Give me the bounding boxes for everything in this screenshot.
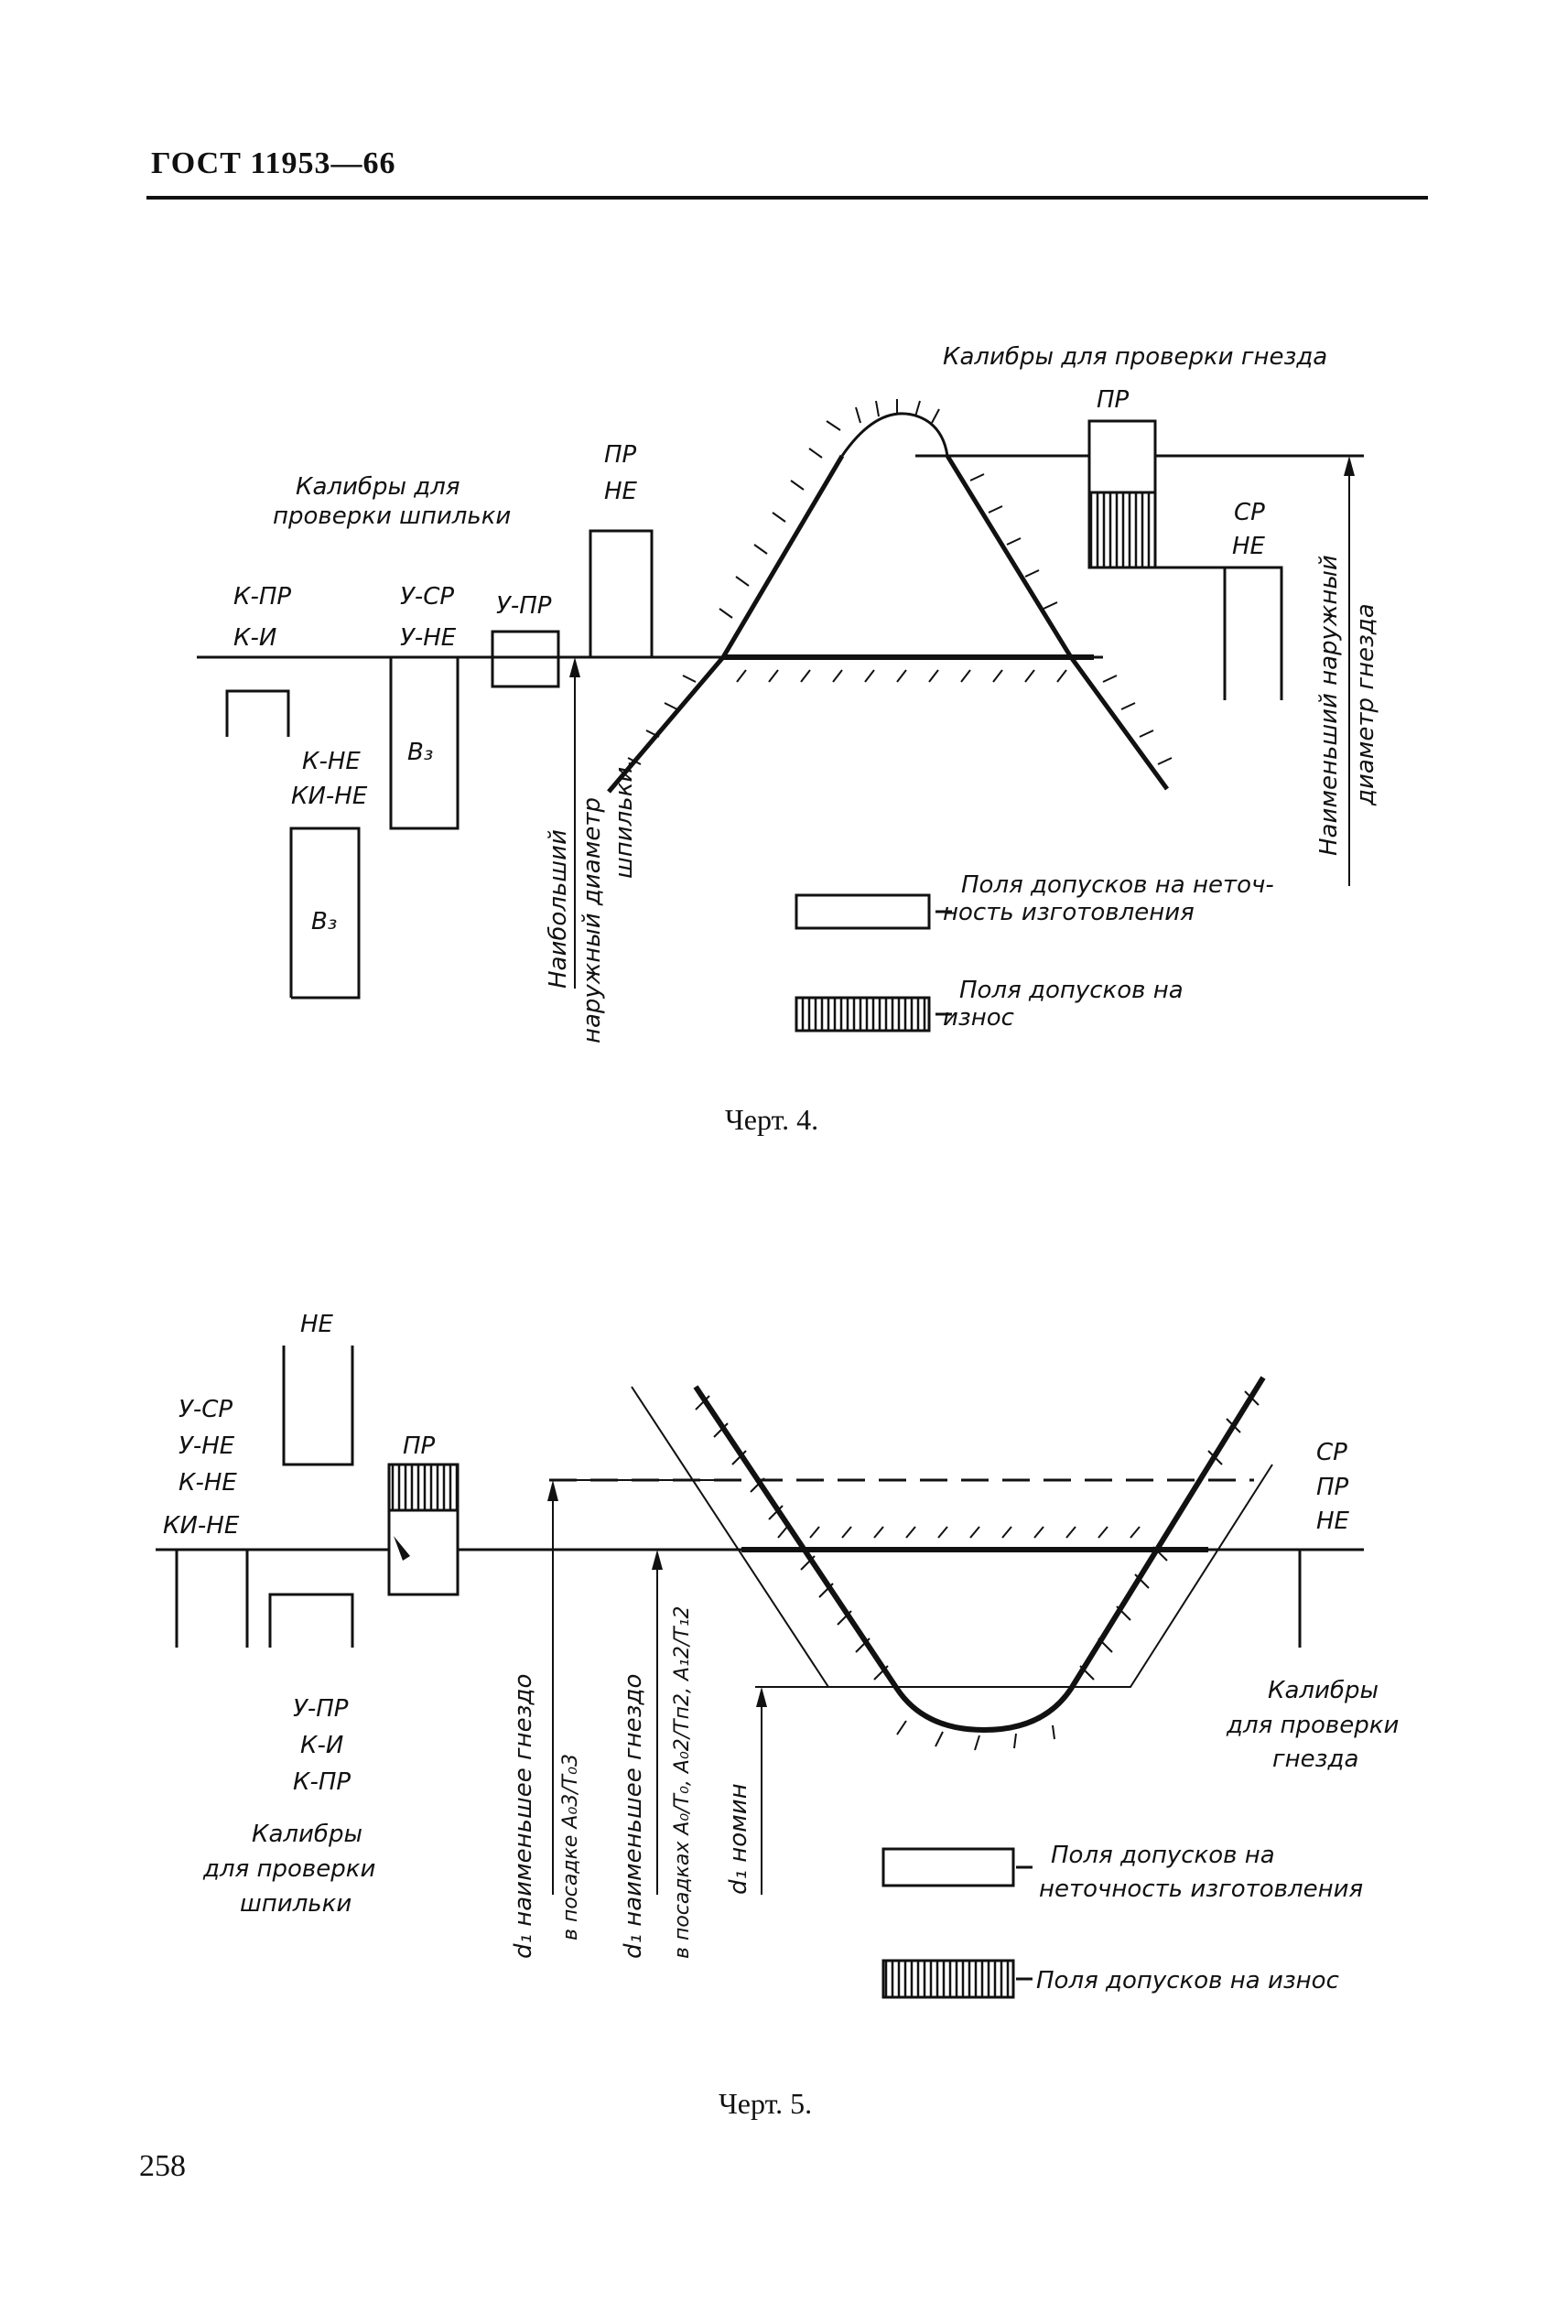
figure-4 — [197, 399, 1364, 1032]
fig5-stud-2: для проверки — [202, 1855, 375, 1883]
fig4-legend-mfg-2: ность изготовления — [943, 899, 1195, 926]
fig5-small-marker — [394, 1536, 410, 1561]
fig5-ki-ne: КИ-НЕ — [163, 1512, 240, 1540]
fig5-legend-wear-box — [881, 1959, 1015, 1999]
fig4-u-ne-label: У-НЕ — [400, 624, 457, 652]
fig5-stud-1: Калибры — [252, 1821, 362, 1848]
fig4-nut-arrow — [1344, 456, 1355, 476]
fig4-k-i-label: К-И — [233, 624, 276, 652]
fig5-k-pr: К-ПР — [293, 1768, 351, 1796]
fig5-stud-3: шпильки — [240, 1890, 351, 1918]
fig5-u-sr: У-СР — [178, 1396, 232, 1423]
fig4-legend-wear-box — [795, 996, 931, 1032]
fig4-profile-left — [607, 454, 845, 794]
fig4-largest-2: наружный диаметр — [579, 797, 606, 1043]
fig5-nut-1: Калибры — [1268, 1677, 1379, 1704]
fig4-u-ne-box — [389, 657, 460, 830]
fig4-largest-1: Наибольший — [545, 829, 572, 989]
fig5-pr-mfg-box — [387, 1508, 460, 1596]
fig5-ne-nut: НЕ — [1316, 1508, 1350, 1535]
fig4-nut-title: Калибры для проверки гнезда — [943, 343, 1327, 371]
fig4-smallest-1: Наименьший наружный — [1315, 555, 1343, 856]
fig4-b3-label-1: В₃ — [407, 739, 433, 766]
figure-5 — [156, 1346, 1364, 1999]
fig4-pr-label: ПР — [1097, 386, 1130, 414]
fig5-u-pr: У-ПР — [293, 1695, 349, 1723]
fig4-u-sr-label: У-СР — [400, 583, 454, 611]
fig5-pr-wear-box — [387, 1463, 460, 1512]
fig4-k-pr-box — [225, 689, 290, 737]
fig5-nut-2: для проверки — [1226, 1712, 1399, 1739]
fig4-pr-mfg-box — [1087, 419, 1157, 494]
fig5-main-profile — [693, 1376, 1266, 1734]
fig5-u-ne: У-НЕ — [178, 1432, 235, 1460]
fig4-hatch — [627, 399, 1173, 765]
fig4-b3-label-2: В₃ — [311, 908, 337, 935]
fig5-d1a-1: d₁ наименьшее гнездо — [510, 1674, 537, 1959]
fig5-outer-profile — [631, 1386, 1273, 1688]
header-rule — [146, 196, 1428, 200]
fig4-stud-arrow — [569, 657, 580, 677]
fig4-stud-title-2: проверки шпильки — [273, 503, 511, 530]
fig4-u-pr-label: У-ПР — [496, 592, 552, 620]
fig5-k-ne: К-НЕ — [178, 1469, 237, 1497]
fig4-pr-wear-box — [1087, 491, 1157, 569]
fig5-d1b-2: в посадках A₀/T₀, A₀2/Tп2, A₁2/T₁2 — [671, 1605, 694, 1959]
fig4-smallest-2: диаметр гнезда — [1352, 603, 1379, 806]
fig5-u-pr-box — [268, 1593, 354, 1648]
fig4-legend-wear-1: Поля допусков на — [959, 977, 1184, 1004]
fig5-nut-3: гнезда — [1272, 1746, 1358, 1773]
fig4-ne-stud-label: НЕ — [604, 478, 638, 505]
fig5-d1a-2: в посадке A₀3/T₀3 — [559, 1754, 582, 1940]
fig4-k-pr-label: К-ПР — [233, 583, 291, 611]
fig5-legend-mfg-1: Поля допусков на — [1051, 1842, 1275, 1869]
fig5-nut-box — [1298, 1548, 1359, 1648]
fig5-pr-nut: ПР — [1316, 1474, 1349, 1501]
fig4-stud-title-1: Калибры для — [296, 473, 460, 501]
fig4-caption: Черт. 4. — [725, 1103, 819, 1136]
fig5-k-i: К-И — [300, 1732, 343, 1759]
fig4-labels: Калибры для проверки гнезда ПР СР НЕ Кал… — [233, 343, 1379, 1043]
fig5-hatch — [695, 1390, 1260, 1751]
fig5-d1b-1: d₁ наименьшее гнездо — [620, 1674, 647, 1959]
fig5-sr: СР — [1316, 1439, 1347, 1466]
fig5-pr-label: ПР — [403, 1432, 436, 1460]
fig4-ki-ne-box — [289, 827, 361, 1000]
fig5-legend-mfg-2: неточность изготовления — [1039, 1875, 1363, 1903]
fig5-ne-label: НЕ — [300, 1311, 334, 1338]
fig4-pr-stud-label: ПР — [604, 441, 637, 469]
fig4-sr-label: СР — [1234, 499, 1265, 526]
fig5-ne-box — [282, 1346, 354, 1466]
fig4-legend-wear-2: износ — [943, 1004, 1014, 1032]
fig4-ne-label: НЕ — [1232, 533, 1266, 560]
page-number: 258 — [139, 2149, 186, 2183]
fig5-left-box — [175, 1548, 249, 1648]
fig4-ki-ne-label: КИ-НЕ — [291, 783, 368, 810]
fig4-u-pr-box — [491, 630, 560, 688]
fig4-pr-ne-box — [589, 529, 654, 657]
document-header: ГОСТ 11953—66 — [151, 146, 396, 180]
fig5-legend-mfg-box — [881, 1847, 1015, 1887]
fig4-sr-ne-box — [1223, 566, 1283, 700]
fig5-caption: Черт. 5. — [719, 2087, 813, 2120]
fig5-d1c: d₁ номин — [725, 1783, 752, 1895]
fig5-labels: НЕ ПР У-СР У-НЕ К-НЕ КИ-НЕ У-ПР К-И К-ПР… — [163, 1311, 1399, 1994]
fig4-profile-crest — [840, 412, 949, 457]
fig4-k-ne-label: К-НЕ — [302, 748, 361, 775]
fig4-largest-3: шпильки. — [611, 760, 638, 880]
fig4-legend-mfg-1: Поля допусков на неточ- — [961, 871, 1274, 899]
fig4-legend-mfg-box — [795, 893, 931, 930]
fig5-legend-wear: Поля допусков на износ — [1036, 1967, 1339, 1994]
